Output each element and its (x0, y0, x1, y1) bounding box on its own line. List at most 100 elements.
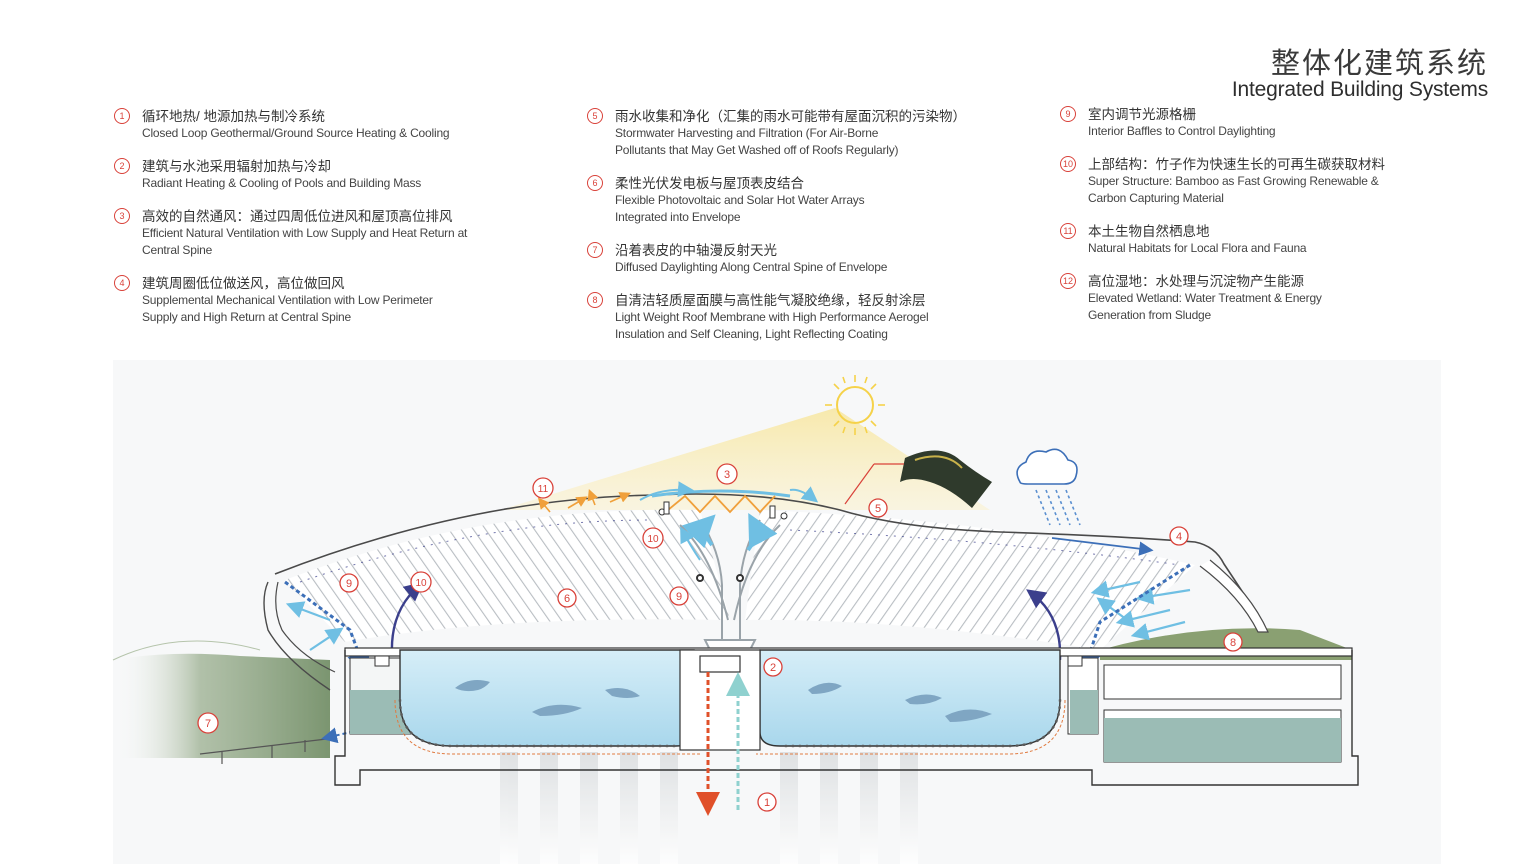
left-wetland (113, 653, 330, 758)
legend-label-cn: 自清洁轻质屋面膜与高性能气凝胶绝缘，轻反射涂层 (615, 293, 926, 308)
legend-item: 10 上部结构：竹子作为快速生长的可再生碳获取材料 Super Structur… (1060, 156, 1480, 207)
legend-label-cn: 高位湿地：水处理与沉淀物产生能源 (1088, 274, 1304, 289)
callout-number: 4 (1176, 531, 1182, 543)
legend-number-badge: 4 (114, 275, 130, 291)
legend-label-en: Stormwater Harvesting and Filtration (Fo… (615, 126, 879, 140)
callout-number: 5 (875, 503, 881, 515)
pool-left (394, 649, 700, 755)
legend-item: 6 柔性光伏发电板与屋顶表皮结合 Flexible Photovoltaic a… (587, 175, 1007, 226)
legend-label-cn: 上部结构：竹子作为快速生长的可再生碳获取材料 (1088, 157, 1385, 172)
legend-label-cn: 柔性光伏发电板与屋顶表皮结合 (615, 176, 804, 191)
legend-item: 1 循环地热/ 地源加热与制冷系统 Closed Loop Geothermal… (114, 108, 534, 142)
callout-badge: 10 (642, 527, 664, 549)
legend-number-badge: 11 (1060, 223, 1076, 239)
callout-number: 2 (770, 662, 776, 674)
legend-label-en: Central Spine (142, 243, 213, 257)
callout-number: 9 (346, 578, 352, 590)
callout-number: 11 (538, 484, 549, 495)
legend-label-cn: 建筑周圈低位做送风，高位做回风 (142, 276, 345, 291)
legend-label-en: Supplemental Mechanical Ventilation with… (142, 293, 433, 307)
title-english: Integrated Building Systems (1231, 78, 1488, 101)
dolphin-icons (455, 680, 992, 722)
callout-number: 8 (1230, 637, 1236, 649)
callout-badge: 10 (410, 571, 432, 593)
legend-label-en: Elevated Wetland: Water Treatment & Ener… (1088, 291, 1322, 305)
supply-ducts (284, 563, 1191, 744)
title-chinese: 整体化建筑系统 (1270, 48, 1488, 80)
legend-item: 8 自清洁轻质屋面膜与高性能气凝胶绝缘，轻反射涂层 Light Weight R… (587, 292, 1007, 343)
legend-column-3: 9 室内调节光源格栅 Interior Baffles to Control D… (1060, 106, 1480, 340)
rain-cloud-icon (1016, 448, 1081, 526)
legend-label-cn: 建筑与水池采用辐射加热与冷却 (142, 159, 331, 174)
habitat-arrows (537, 489, 631, 513)
legend-item: 9 室内调节光源格栅 Interior Baffles to Control D… (1060, 106, 1480, 140)
callout-number: 9 (676, 591, 682, 603)
callout-badge: 2 (763, 657, 783, 677)
callout-badge: 9 (669, 586, 689, 606)
legend-label-en: Diffused Daylighting Along Central Spine… (615, 260, 888, 274)
roof-structure-left (285, 509, 730, 642)
roof-structure-right (745, 510, 1195, 650)
legend-item: 4 建筑周圈低位做送风，高位做回风 Supplemental Mechanica… (114, 275, 534, 326)
callout-number: 10 (415, 578, 427, 589)
callout-number: 10 (647, 534, 659, 545)
legend-label-cn: 室内调节光源格栅 (1088, 107, 1196, 122)
callout-number: 6 (564, 593, 570, 605)
callout-badge: 9 (339, 573, 359, 593)
callout-badge: 11 (532, 477, 554, 499)
legend-column-2: 5 雨水收集和净化（汇集的雨水可能带有屋面沉积的污染物） Stormwater … (587, 108, 1007, 359)
legend-label-en: Interior Baffles to Control Daylighting (1088, 124, 1276, 138)
legend-number-badge: 8 (587, 292, 603, 308)
foundation-piles (500, 752, 918, 864)
legend-label-en: Generation from Sludge (1088, 308, 1212, 322)
sun-icon (825, 375, 885, 435)
legend-column-1: 1 循环地热/ 地源加热与制冷系统 Closed Loop Geothermal… (114, 108, 534, 342)
legend-item: 12 高位湿地：水处理与沉淀物产生能源 Elevated Wetland: Wa… (1060, 273, 1480, 324)
callout-number: 3 (724, 469, 730, 481)
sunlight-beam (500, 408, 990, 510)
callout-badge: 5 (868, 498, 888, 518)
ventilation-arrows (285, 481, 1191, 651)
building-section-diagram: 1 2 3 4 5 6 7 8 (112, 360, 1441, 864)
legend-item: 3 高效的自然通风：通过四周低位进风和屋顶高位排风 Efficient Natu… (114, 208, 534, 259)
legend-item: 2 建筑与水池采用辐射加热与冷却 Radiant Heating & Cooli… (114, 158, 534, 192)
callout-badge: 8 (1223, 632, 1243, 652)
legend-label-cn: 本土生物自然栖息地 (1088, 224, 1210, 239)
spine-skylight (651, 489, 791, 520)
legend-number-badge: 10 (1060, 156, 1076, 172)
callout-badges: 1 2 3 4 5 6 7 8 (197, 463, 1243, 812)
callout-badge: 7 (197, 712, 219, 734)
central-mechanical-unit (679, 649, 761, 751)
callout-badge: 3 (716, 463, 738, 485)
legend-label-en: Supply and High Return at Central Spine (142, 310, 351, 324)
legend-item: 7 沿着表皮的中轴漫反射天光 Diffused Daylighting Alon… (587, 242, 1007, 276)
geothermal-pipes (696, 672, 750, 816)
callout-badge: 1 (757, 792, 777, 812)
legend-item: 5 雨水收集和净化（汇集的雨水可能带有屋面沉积的污染物） Stormwater … (587, 108, 1007, 159)
legend-label-cn: 沿着表皮的中轴漫反射天光 (615, 243, 777, 258)
roof-rib-marks (299, 519, 1181, 583)
legend-label-cn: 高效的自然通风：通过四周低位进风和屋顶高位排风 (142, 209, 453, 224)
legend-number-badge: 1 (114, 108, 130, 124)
legend-label-cn: 循环地热/ 地源加热与制冷系统 (142, 109, 326, 124)
legend-label-en: Integrated into Envelope (615, 210, 741, 224)
legend-label-en: Radiant Heating & Cooling of Pools and B… (142, 176, 422, 190)
legend-item: 11 本土生物自然栖息地 Natural Habitats for Local … (1060, 223, 1480, 257)
legend-label-en: Carbon Capturing Material (1088, 191, 1224, 205)
legend-label-cn: 雨水收集和净化（汇集的雨水可能带有屋面沉积的污染物） (615, 109, 966, 124)
legend-label-en: Efficient Natural Ventilation with Low S… (142, 226, 468, 240)
legend-label-en: Flexible Photovoltaic and Solar Hot Wate… (615, 193, 865, 207)
pv-film-sample (844, 450, 992, 508)
legend-label-en: Insulation and Self Cleaning, Light Refl… (615, 327, 888, 341)
legend-label-en: Natural Habitats for Local Flora and Fau… (1088, 241, 1307, 255)
callout-badge: 4 (1169, 526, 1189, 546)
legend-number-badge: 7 (587, 242, 603, 258)
legend-number-badge: 12 (1060, 273, 1076, 289)
legend-number-badge: 2 (114, 158, 130, 174)
legend-number-badge: 6 (587, 175, 603, 191)
legend-number-badge: 3 (114, 208, 130, 224)
legend-label-en: Closed Loop Geothermal/Ground Source Hea… (142, 126, 450, 140)
drain-pipes (199, 737, 336, 764)
legend-number-badge: 9 (1060, 106, 1076, 122)
callout-number: 1 (764, 797, 770, 809)
